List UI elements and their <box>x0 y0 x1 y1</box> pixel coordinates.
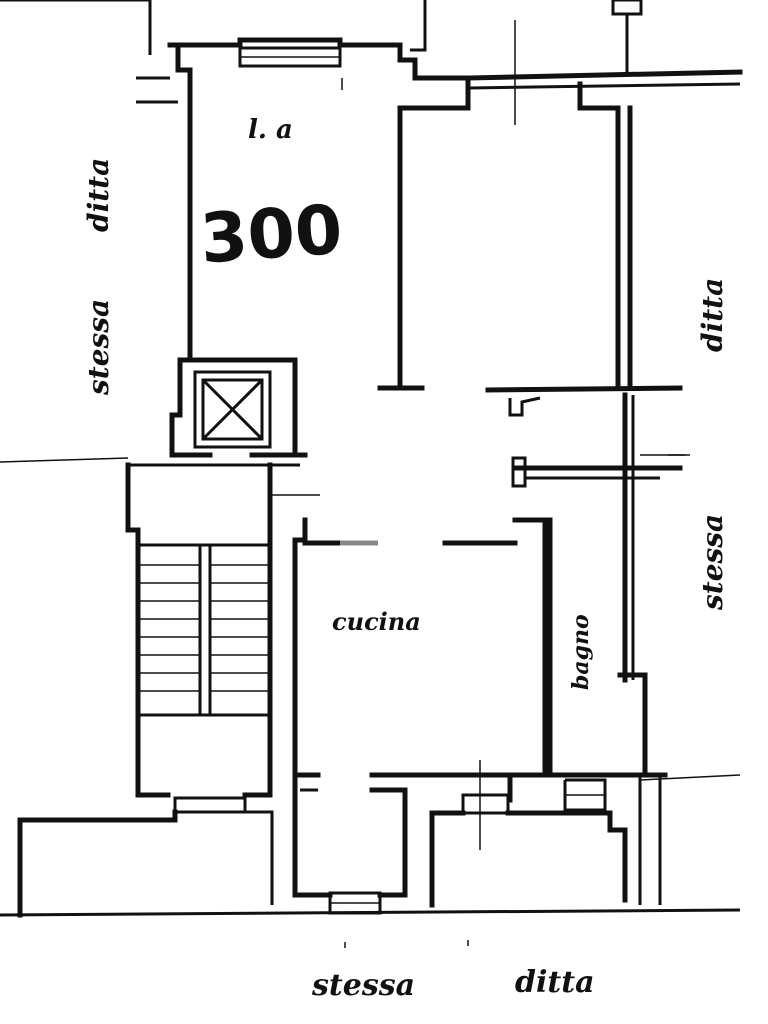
window-top <box>238 46 342 68</box>
exterior-walls <box>136 37 743 388</box>
annex-bottom-left <box>17 809 274 918</box>
room-code-label: l. a <box>248 115 293 145</box>
left-neighbor-label-1: stessa <box>82 299 115 396</box>
staircase <box>125 462 300 814</box>
kitchen-walls <box>292 517 668 803</box>
baseline <box>0 775 741 917</box>
interior-walls <box>377 385 685 683</box>
bottom-neighbor-label-2: ditta <box>515 965 595 1000</box>
area-label: 300 <box>198 191 345 280</box>
bath-walls <box>563 672 648 812</box>
guide-lines <box>0 78 741 948</box>
bottom-neighbor-label-1: stessa <box>311 968 415 1003</box>
kitchen-label: cucina <box>332 607 421 636</box>
lower-walls <box>292 760 628 915</box>
left-neighbor-label-2: ditta <box>82 158 115 232</box>
bath-label: bagno <box>568 614 594 690</box>
elevator-shaft <box>169 357 308 458</box>
right-neighbor-label-1: ditta <box>696 278 729 352</box>
right-neighbor-label-2: stessa <box>696 514 729 611</box>
neighbor-outline-top <box>0 0 643 125</box>
